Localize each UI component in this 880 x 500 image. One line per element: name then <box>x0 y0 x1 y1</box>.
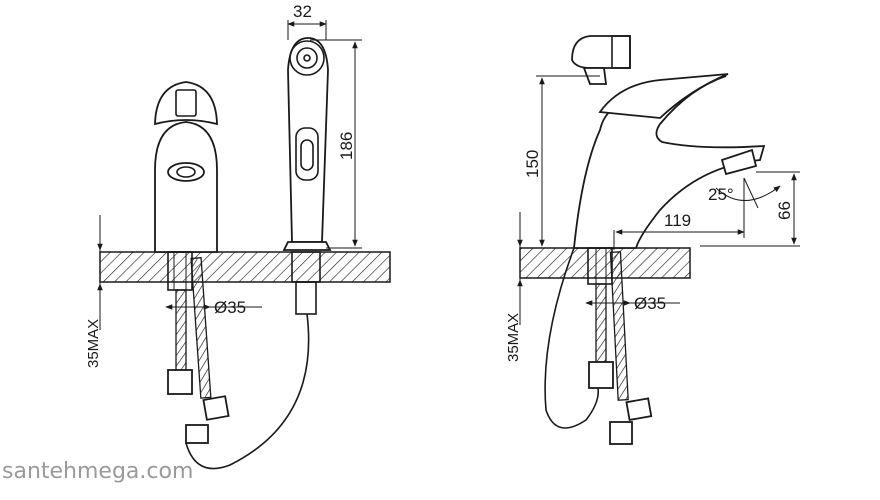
aerator <box>167 162 205 182</box>
side-mixer-body <box>573 75 766 249</box>
side-dim-spout-reach: 119 <box>664 211 691 230</box>
mixer-lever <box>154 81 218 126</box>
counter-slab <box>99 251 391 283</box>
front-dim-handshower-width: 32 <box>293 2 312 21</box>
side-counter-slab <box>519 247 691 279</box>
supply-hose-left <box>175 289 187 371</box>
side-mixer-lever <box>598 73 729 119</box>
side-dim-outlet-height: 66 <box>775 201 794 220</box>
supply-hose-right <box>190 257 212 399</box>
front-dim-counter-thickness: 35MAX <box>85 319 102 368</box>
front-view: 35MAX Ø35 <box>85 2 391 470</box>
side-dim-counter-thickness: 35MAX <box>505 313 522 362</box>
front-dim-handshower-height: 186 <box>337 132 356 160</box>
side-view: 35MAX 150 119 66 25° <box>505 35 800 445</box>
side-dim-hole-diameter: Ø35 <box>634 294 666 313</box>
watermark: santehmega.com <box>2 459 193 484</box>
side-dim-angle: 25° <box>708 185 734 204</box>
mixer-body <box>154 121 218 253</box>
front-dim-hole-diameter: Ø35 <box>214 298 246 317</box>
side-dim-spout-height: 150 <box>523 150 542 178</box>
